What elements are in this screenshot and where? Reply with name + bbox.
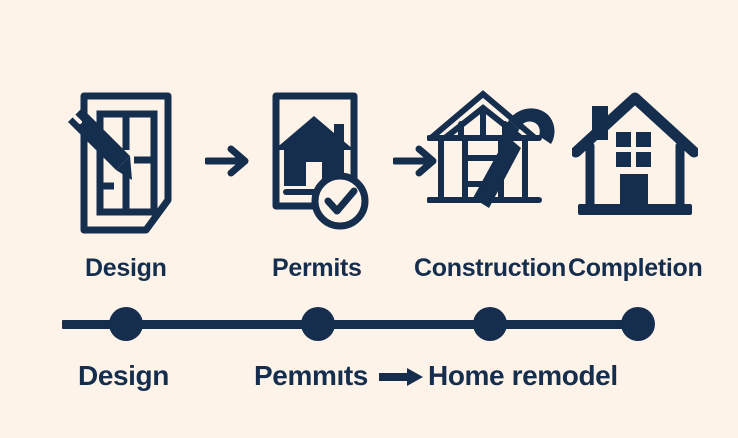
finished-house-icon (572, 88, 698, 238)
timeline-dot-design[interactable] (109, 307, 143, 341)
stage-label-construction: Construction (414, 254, 566, 282)
caption-row: Design Pemmıts Home remodel (0, 356, 738, 396)
stage-label-completion: Completion (568, 254, 703, 282)
caption-second-label: Pemmıts (254, 360, 368, 391)
arrow-right-icon (391, 144, 439, 183)
timeline-dot-completion[interactable] (621, 307, 655, 341)
process-icon-row (0, 88, 738, 238)
stage-label-design: Design (85, 254, 167, 282)
caption-result-label: Home remodel (428, 360, 618, 391)
caption-first-label: Design (78, 360, 169, 391)
timeline-dot-permits[interactable] (301, 307, 335, 341)
flow-arrow-permits-to-construction (388, 88, 444, 238)
timeline-dot-construction[interactable] (473, 307, 507, 341)
stage-label-row: Design Permits Construction Completion (0, 250, 738, 286)
flow-arrow-design-to-permits (200, 88, 256, 238)
stage-icon-construction[interactable] (425, 88, 565, 238)
stage-icon-design[interactable] (58, 88, 198, 238)
progress-timeline (0, 300, 738, 352)
blueprint-pencil-icon (62, 88, 194, 238)
caption-arrow-right-icon (377, 366, 425, 393)
stage-icon-completion[interactable] (570, 88, 700, 238)
stage-label-permits: Permits (272, 254, 362, 282)
timeline-track (62, 320, 640, 329)
house-frame-hammer-icon (427, 88, 563, 238)
permit-document-house-check-icon (262, 88, 374, 238)
arrow-right-icon (203, 144, 251, 183)
stage-icon-permits[interactable] (258, 88, 378, 238)
